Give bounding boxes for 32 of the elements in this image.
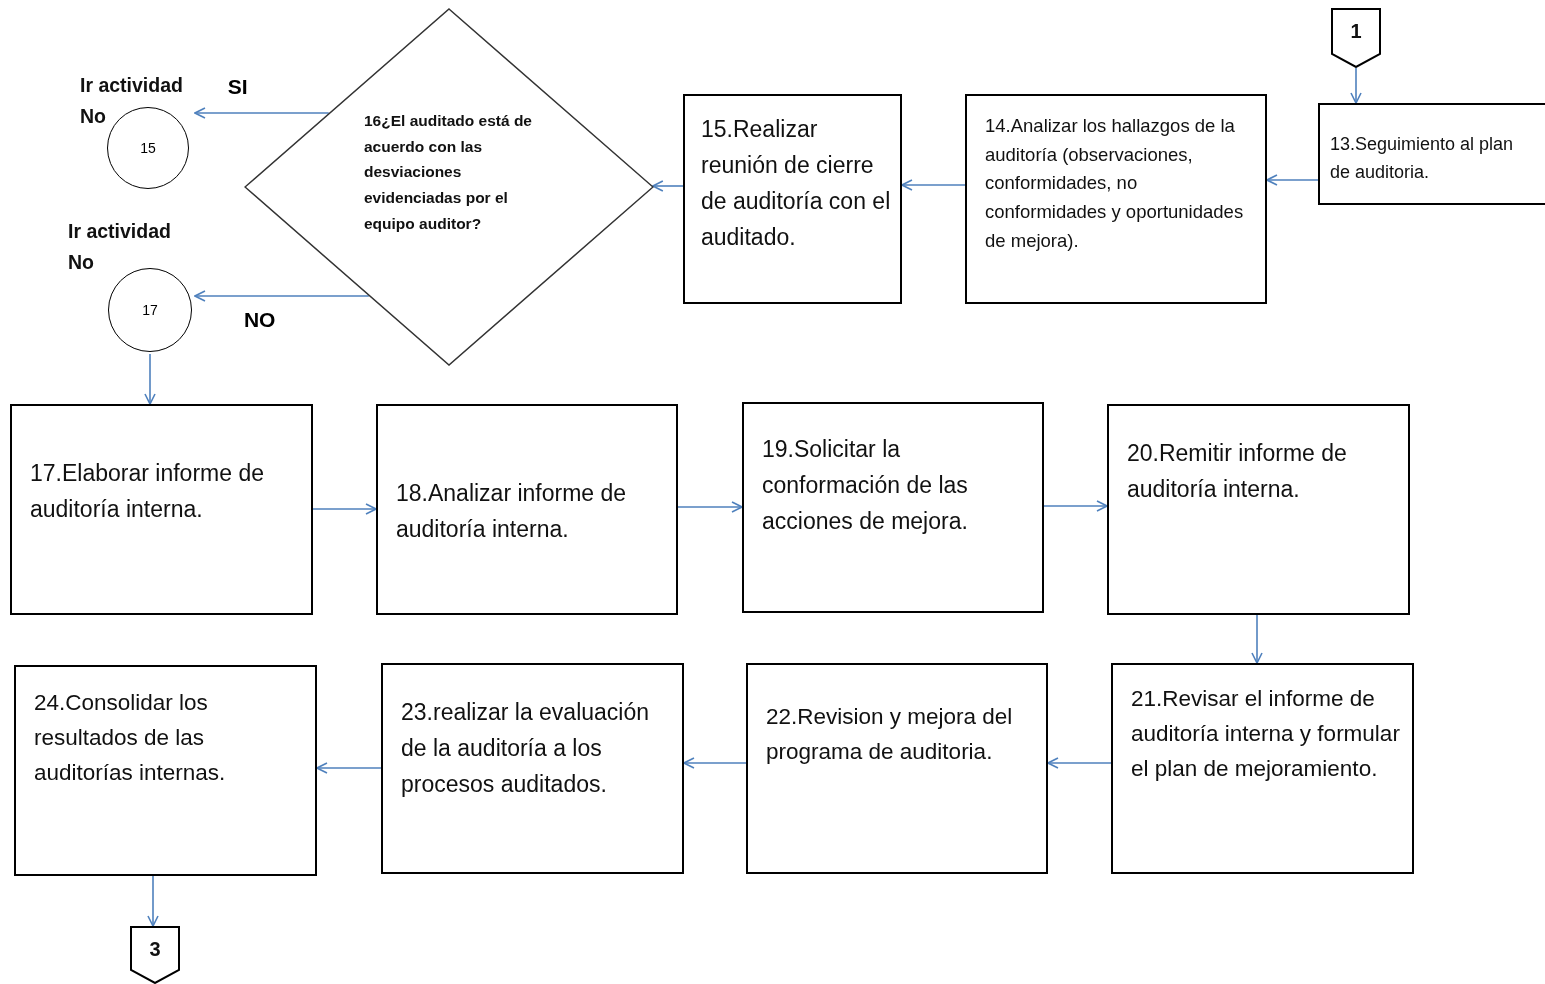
activity-heading: Ir actividad No — [68, 219, 172, 276]
arrow — [194, 107, 330, 119]
process-box: 14.Analizar los hallazgos de la auditoría (observaciones, conformidades, no conformidades y oportunidades de mejora). — [965, 94, 1267, 304]
process-box: 20.Remitir informe de auditoría interna. — [1107, 404, 1410, 615]
off-page-connector: 1 — [1331, 8, 1381, 68]
arrow — [1350, 67, 1362, 104]
process-box: 15.Realizar reunión de cierre de auditoría con el auditado. — [683, 94, 902, 304]
process-box: 21.Revisar el informe de auditoría interna y formular el plan de mejoramiento. — [1111, 663, 1414, 874]
process-box: 13.Seguimiento al plan de auditoria. — [1318, 103, 1545, 205]
process-box: 22.Revision y mejora del programa de auditoria. — [746, 663, 1048, 874]
arrow — [901, 179, 966, 191]
arrow — [144, 353, 156, 405]
connector-number: 17 — [142, 302, 158, 318]
arrow — [652, 180, 684, 192]
arrow — [316, 762, 382, 774]
arrow — [683, 757, 747, 769]
arrow — [147, 875, 159, 927]
arrow — [677, 501, 743, 513]
arrow — [1047, 757, 1112, 769]
arrow — [1251, 614, 1263, 664]
arrow — [1043, 500, 1108, 512]
process-box: 19.Solicitar la conformación de las acciones de mejora. — [742, 402, 1044, 613]
connector-number: 15 — [140, 140, 156, 156]
arrow — [312, 503, 377, 515]
process-box: 24.Consolidar los resultados de las auditorías internas. — [14, 665, 317, 876]
activity-heading: Ir actividad No — [80, 73, 184, 130]
process-box: 17.Elaborar informe de auditoría interna. — [10, 404, 313, 615]
off-page-connector: 3 — [130, 926, 180, 984]
arrow — [194, 290, 370, 302]
process-box: 23.realizar la evaluación de la auditoría a los procesos auditados. — [381, 663, 684, 874]
process-box: 18.Analizar informe de auditoría interna. — [376, 404, 678, 615]
arrow — [1266, 174, 1319, 186]
